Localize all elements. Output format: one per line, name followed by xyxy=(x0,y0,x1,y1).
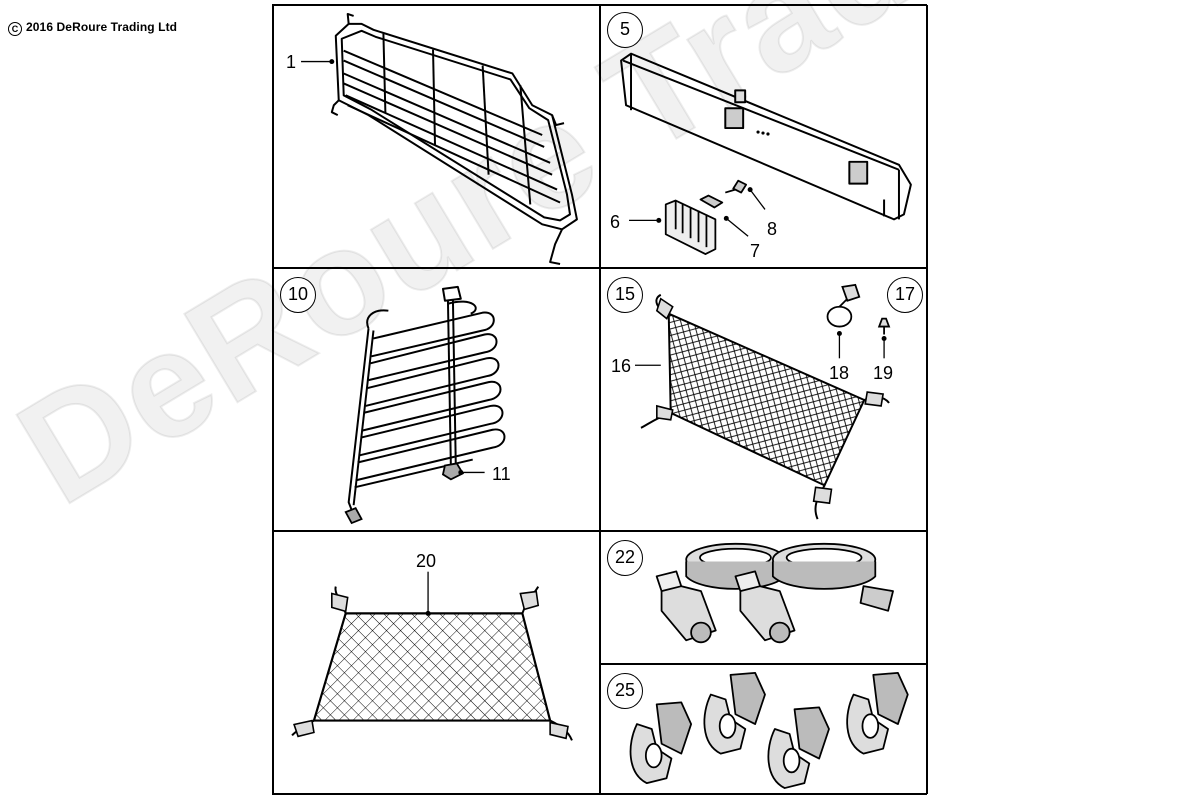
panel-clips: 25 xyxy=(600,664,928,794)
dog-guard-illustration xyxy=(301,12,578,265)
load-cover-illustration xyxy=(620,52,912,255)
boot-net-illustration xyxy=(291,571,573,741)
panel-floor-net: 15 17 xyxy=(600,268,928,531)
floor-net-illustration xyxy=(634,283,891,520)
copyright-icon: C xyxy=(8,22,22,36)
callout-8: 8 xyxy=(767,219,778,239)
ref-number-25: 25 xyxy=(607,673,643,709)
ratchet-straps-illustration xyxy=(655,542,894,644)
panel-load-cover: 5 xyxy=(600,5,928,268)
parts-diagram-sheet: 1 5 xyxy=(272,4,928,795)
panel-boot-net: 20 xyxy=(273,531,600,794)
foldable-guard-illustration xyxy=(344,285,506,525)
callout-16: 16 xyxy=(611,356,632,376)
clips-illustration xyxy=(629,671,909,789)
callout-20: 20 xyxy=(416,551,437,571)
callout-18: 18 xyxy=(829,363,850,383)
ref-number-10: 10 xyxy=(280,277,316,313)
callout-1: 1 xyxy=(286,52,297,72)
panel-ratchet-straps: 22 xyxy=(600,531,928,664)
copyright-notice: C 2016 DeRoure Trading Ltd xyxy=(8,20,177,36)
callout-19: 19 xyxy=(873,363,894,383)
ref-number-17: 17 xyxy=(887,277,923,313)
ref-number-15: 15 xyxy=(607,277,643,313)
copyright-text: 2016 DeRoure Trading Ltd xyxy=(26,20,178,34)
ref-number-5: 5 xyxy=(607,12,643,48)
panel-dog-guard: 1 xyxy=(273,5,600,268)
panel-foldable-guard: 10 xyxy=(273,268,600,531)
callout-6: 6 xyxy=(610,212,621,232)
callout-7: 7 xyxy=(750,241,761,261)
ref-number-22: 22 xyxy=(607,540,643,576)
callout-11: 11 xyxy=(492,464,511,484)
